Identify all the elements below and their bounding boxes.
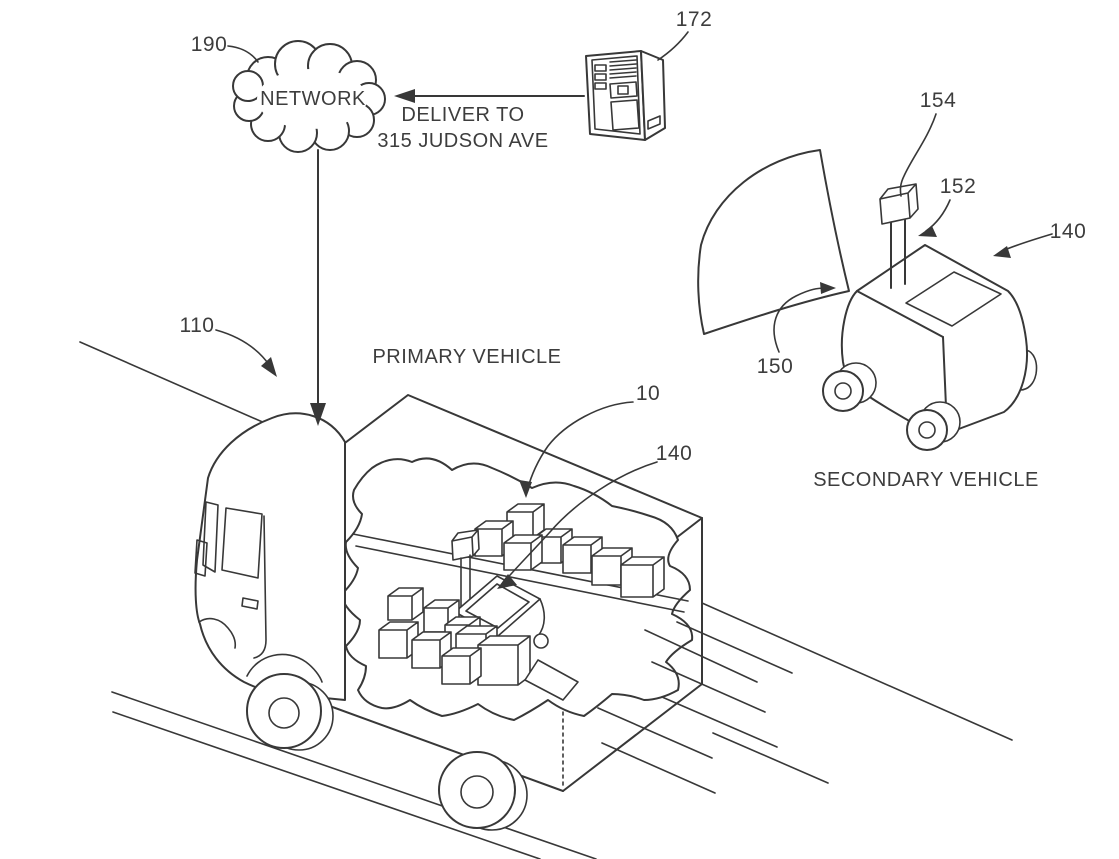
arrowhead-icon xyxy=(519,480,532,498)
reference-labels: 190 172 110 PRIMARY VEHICLE 10 140 154 1… xyxy=(180,8,1087,589)
package-box-icon xyxy=(503,534,543,571)
door-handle xyxy=(241,597,259,610)
arrowhead-icon xyxy=(918,226,937,237)
network-label: NETWORK xyxy=(260,88,366,110)
arrowhead-left-icon xyxy=(394,89,415,103)
network-cloud-icon: NETWORK xyxy=(232,40,386,153)
package-box-icon xyxy=(387,587,424,621)
rear-wheel-bump xyxy=(1019,349,1038,391)
truck-cab xyxy=(194,412,346,701)
sensor-fov-wedge-icon xyxy=(697,149,850,335)
arrowhead-icon xyxy=(820,282,836,294)
package-box-icon xyxy=(477,635,531,686)
deliver-to-line2: 315 JUDSON AVE xyxy=(377,130,548,152)
primary-vehicle-label: PRIMARY VEHICLE xyxy=(372,346,561,368)
ref-190: 190 xyxy=(191,33,228,56)
arrowhead-icon xyxy=(261,357,277,377)
robot-body xyxy=(840,244,1028,434)
ref-140-robot: 140 xyxy=(1050,220,1087,243)
message-arrow: DELIVER TO 315 JUDSON AVE xyxy=(377,89,585,152)
side-window xyxy=(221,507,263,579)
ref-140-truck: 140 xyxy=(656,442,693,465)
deliver-to-line1: DELIVER TO xyxy=(401,104,524,126)
arrowhead-down-icon xyxy=(310,403,326,426)
package-box-icon xyxy=(378,621,419,659)
package-box-icon xyxy=(441,647,482,685)
arrowhead-icon xyxy=(993,246,1011,258)
server-tower-icon xyxy=(585,50,666,141)
ref-154: 154 xyxy=(920,89,957,112)
door-line xyxy=(253,515,267,659)
arrowhead-icon xyxy=(497,574,517,589)
speed-lines xyxy=(597,621,829,794)
windshield xyxy=(202,501,219,573)
network-to-truck-arrow xyxy=(310,149,326,426)
ref-172: 172 xyxy=(676,8,713,31)
package-box-icon xyxy=(620,556,665,598)
sensor-head-icon xyxy=(879,183,919,225)
ref-150: 150 xyxy=(757,355,794,378)
truck-wheels xyxy=(246,673,528,831)
robot-wheels xyxy=(822,362,961,451)
robot-top-panel xyxy=(905,271,1002,327)
secondary-vehicle-label: SECONDARY VEHICLE xyxy=(813,469,1039,491)
wheel-arch xyxy=(246,653,323,683)
package-boxes-upper xyxy=(474,503,665,598)
fender-line xyxy=(198,617,237,649)
ramp-board xyxy=(524,659,579,701)
ref-152: 152 xyxy=(940,175,977,198)
robot-sensor-icon xyxy=(451,529,480,561)
ref-110: 110 xyxy=(180,314,215,337)
sensor-mast xyxy=(890,217,906,289)
secondary-vehicle-robot xyxy=(697,149,1038,451)
primary-vehicle-truck xyxy=(194,394,703,831)
robot-wheel-icon xyxy=(533,633,549,649)
mirror-icon xyxy=(194,539,208,577)
ref-10: 10 xyxy=(636,382,660,405)
package-boxes-lower xyxy=(378,587,531,686)
